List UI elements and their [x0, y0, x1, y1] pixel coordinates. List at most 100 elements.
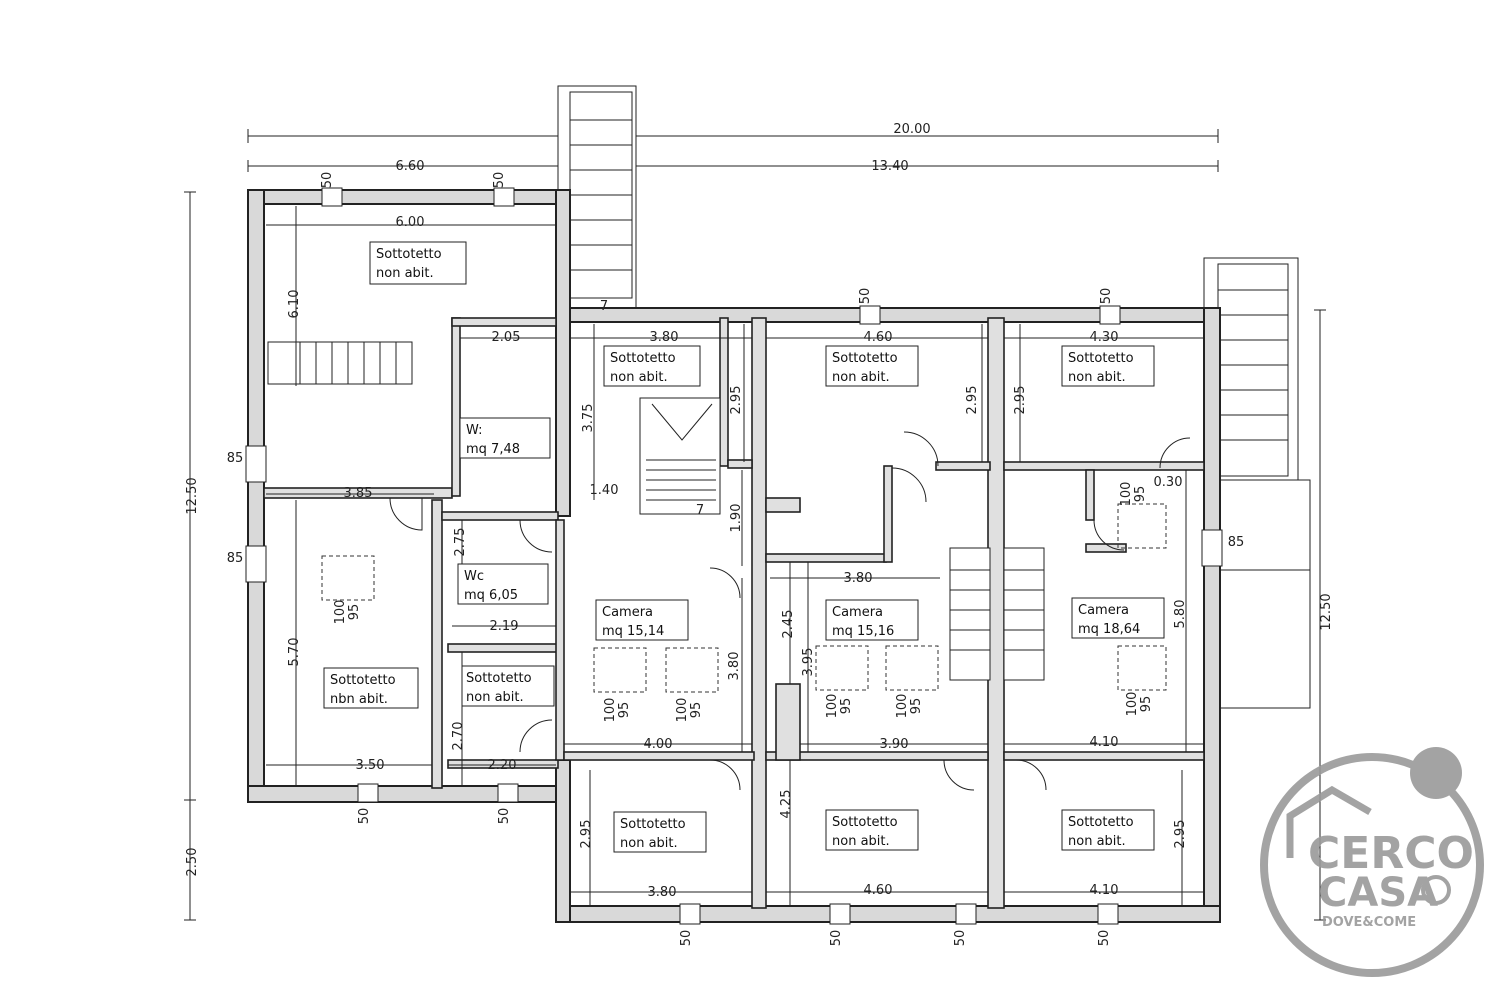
svg-text:50: 50 [1099, 288, 1114, 305]
svg-text:95: 95 [689, 702, 704, 719]
svg-text:non abit.: non abit. [832, 834, 890, 849]
dim-2-95-a: 2.95 [729, 386, 744, 415]
dim-2-95-e: 2.95 [1173, 820, 1188, 849]
cercocasa-logo: CERCO CASA DOVE&COME [1260, 747, 1484, 977]
svg-text:Sottotetto: Sottotetto [1068, 351, 1134, 366]
logo-tagline: DOVE&COME [1322, 915, 1416, 930]
interior-walls [263, 317, 1205, 909]
dim-5-80: 5.80 [1173, 600, 1188, 629]
dim-3-80-b: 3.80 [727, 652, 742, 681]
room-wc-mid: Wc mq 6,05 [457, 563, 549, 605]
house-pin-icon [1421, 875, 1451, 905]
dim-3-85: 3.85 [344, 486, 373, 501]
dim-depth-left: 12.50 [185, 477, 200, 514]
svg-text:Sottotetto: Sottotetto [330, 673, 396, 688]
svg-text:non abit.: non abit. [1068, 370, 1126, 385]
dim-4-25: 4.25 [779, 790, 794, 819]
dim-4-30: 4.30 [1090, 330, 1119, 345]
svg-text:50: 50 [1097, 930, 1112, 947]
room-attic-bottom-3: Sottotetto non abit. [1061, 809, 1155, 851]
dim-3-75: 3.75 [581, 404, 596, 433]
svg-text:85: 85 [227, 451, 244, 466]
room-attic-bottom-1: Sottotetto non abit. [613, 811, 707, 853]
dim-depth-right: 12.50 [1319, 593, 1334, 630]
dim-2-19: 2.19 [490, 619, 519, 634]
dim-left-block: 6.60 [396, 159, 425, 174]
dim-lower-offset: 2.50 [185, 848, 200, 877]
room-attic-small: Sottotetto non abit. [461, 665, 555, 707]
svg-text:Sottotetto: Sottotetto [832, 351, 898, 366]
dim-3-50: 3.50 [356, 758, 385, 773]
svg-text:mq 15,16: mq 15,16 [832, 624, 894, 639]
svg-text:non abit.: non abit. [832, 370, 890, 385]
dim-2-45: 2.45 [781, 610, 796, 639]
dim-7-b: 7 [696, 503, 704, 518]
dim-2-70: 2.70 [451, 722, 466, 751]
room-labels: Sottotetto non abit. Sottotetto non abit… [323, 241, 1165, 853]
dim-2-95-c: 2.95 [1013, 386, 1028, 415]
dim-2-05: 2.05 [492, 330, 521, 345]
logo-ring [1260, 753, 1484, 977]
svg-text:Sottotetto: Sottotetto [610, 351, 676, 366]
svg-text:Sottotetto: Sottotetto [832, 815, 898, 830]
interior-dimensions: 6.00 6.10 2.05 3.80 4.60 4.30 2.95 2.95 … [266, 206, 1204, 906]
svg-text:W:: W: [466, 423, 482, 438]
dim-6-10: 6.10 [287, 290, 302, 319]
logo-line1: CERCO [1308, 828, 1474, 879]
svg-text:50: 50 [953, 930, 968, 947]
svg-text:100: 100 [603, 698, 618, 723]
svg-text:50: 50 [829, 930, 844, 947]
svg-text:Wc: Wc [464, 569, 484, 584]
svg-text:85: 85 [1228, 535, 1245, 550]
dim-4-60-b: 4.60 [864, 883, 893, 898]
svg-text:50: 50 [320, 172, 335, 189]
external-stair-top [557, 85, 637, 309]
svg-text:95: 95 [347, 604, 362, 621]
svg-text:95: 95 [909, 698, 924, 715]
room-attic-left-big: Sottotetto nbn abit. [323, 667, 419, 709]
svg-text:mq 7,48: mq 7,48 [466, 442, 520, 457]
svg-text:85: 85 [227, 551, 244, 566]
svg-text:Sottotetto: Sottotetto [466, 671, 532, 686]
svg-text:50: 50 [492, 172, 507, 189]
room-camera-2: Camera mq 15,16 [825, 599, 919, 641]
svg-text:non abit.: non abit. [376, 266, 434, 281]
dim-4-10-a: 4.10 [1090, 735, 1119, 750]
room-attic-top-4: Sottotetto non abit. [1061, 345, 1155, 387]
svg-text:mq 6,05: mq 6,05 [464, 588, 518, 603]
dim-right-block: 13.40 [871, 159, 908, 174]
logo-line2: CASA [1318, 870, 1438, 916]
dim-4-00: 4.00 [644, 737, 673, 752]
dim-2-95-d: 2.95 [579, 820, 594, 849]
dim-3-80-d: 3.80 [648, 885, 677, 900]
dim-2-75: 2.75 [453, 528, 468, 557]
svg-text:mq 18,64: mq 18,64 [1078, 622, 1140, 637]
svg-text:Sottotetto: Sottotetto [1068, 815, 1134, 830]
svg-text:non abit.: non abit. [466, 690, 524, 705]
dim-2-20: 2.20 [488, 758, 517, 773]
svg-text:nbn abit.: nbn abit. [330, 692, 388, 707]
svg-text:100: 100 [1119, 482, 1134, 507]
svg-text:50: 50 [679, 930, 694, 947]
svg-text:non abit.: non abit. [620, 836, 678, 851]
svg-text:non abit.: non abit. [610, 370, 668, 385]
svg-text:50: 50 [858, 288, 873, 305]
svg-text:95: 95 [617, 702, 632, 719]
dim-1-90: 1.90 [729, 504, 744, 533]
svg-text:100: 100 [675, 698, 690, 723]
room-attic-top-3: Sottotetto non abit. [825, 345, 919, 387]
svg-text:Camera: Camera [832, 605, 883, 620]
svg-text:95: 95 [1133, 486, 1148, 503]
room-attic-bottom-2: Sottotetto non abit. [825, 809, 919, 851]
dim-3-80-c: 3.80 [844, 571, 873, 586]
dim-7-a: 7 [600, 299, 608, 314]
dim-3-90: 3.90 [880, 737, 909, 752]
svg-text:50: 50 [357, 808, 372, 825]
svg-text:100: 100 [1125, 692, 1140, 717]
svg-text:50: 50 [497, 808, 512, 825]
svg-text:100: 100 [895, 694, 910, 719]
room-camera-1: Camera mq 15,14 [595, 599, 689, 641]
room-camera-3: Camera mq 18,64 [1071, 597, 1165, 639]
dim-5-70: 5.70 [287, 638, 302, 667]
